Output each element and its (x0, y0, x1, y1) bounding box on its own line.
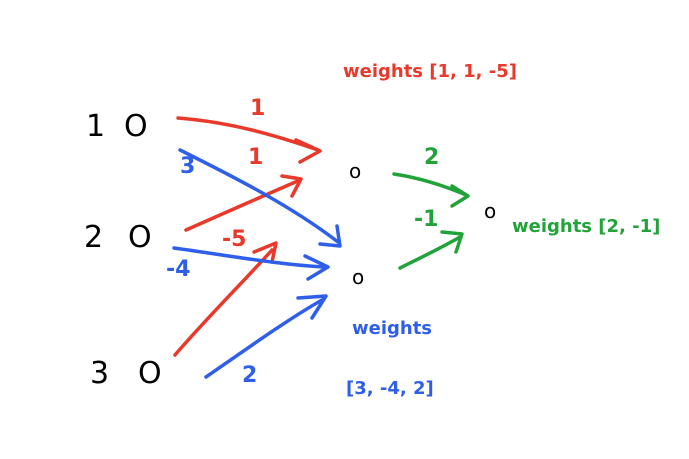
red-label-from-1: 1 (250, 96, 265, 121)
green-edge-from-h1 (392, 172, 468, 197)
input-node-1: 1 O (86, 109, 148, 144)
green-arrowhead-2 (440, 230, 464, 254)
input-circle-1: O (124, 109, 148, 144)
blue-arrowhead-2 (303, 254, 330, 281)
blue-edge-from-2 (172, 246, 328, 269)
blue-weights-values: [3, -4, 2] (346, 378, 434, 399)
red-label-from-3: -5 (222, 227, 246, 252)
blue-edge-from-1 (178, 148, 340, 244)
red-arrowhead-1 (294, 138, 322, 164)
blue-label-from-1: 3 (180, 154, 195, 179)
green-arrowhead-1 (450, 184, 470, 208)
input-node-3: 3 O (90, 356, 162, 391)
output-node: o (484, 199, 496, 223)
green-edges (392, 172, 470, 270)
red-edges (173, 116, 322, 357)
input-circle-2: O (128, 220, 152, 255)
input-circle-3: O (138, 356, 162, 391)
blue-weights-word: weights (352, 318, 432, 339)
green-edge-from-h2 (398, 235, 462, 270)
input-index-3: 3 (90, 356, 109, 391)
red-edge-from-2 (184, 178, 302, 232)
blue-label-from-2: -4 (166, 257, 190, 282)
blue-edges (172, 148, 342, 379)
blue-arrowhead-3 (296, 294, 328, 320)
hidden-node-2: o (352, 265, 364, 289)
green-label-from-h1: 2 (424, 145, 439, 170)
input-index-1: 1 (86, 109, 105, 144)
blue-edge-from-3 (204, 298, 324, 379)
input-index-2: 2 (84, 220, 103, 255)
input-node-2: 2 O (84, 220, 152, 255)
red-weights-annotation: weights [1, 1, -5] (343, 61, 517, 82)
blue-label-from-3: 2 (242, 363, 257, 388)
red-arrowhead-2 (280, 174, 303, 198)
green-weights-annotation: weights [2, -1] (512, 216, 660, 237)
red-label-from-2: 1 (248, 145, 263, 170)
blue-arrowhead-1 (318, 224, 342, 248)
red-arrowhead-3 (252, 241, 278, 264)
hidden-node-1: o (349, 159, 361, 183)
green-label-from-h2: -1 (414, 207, 438, 232)
